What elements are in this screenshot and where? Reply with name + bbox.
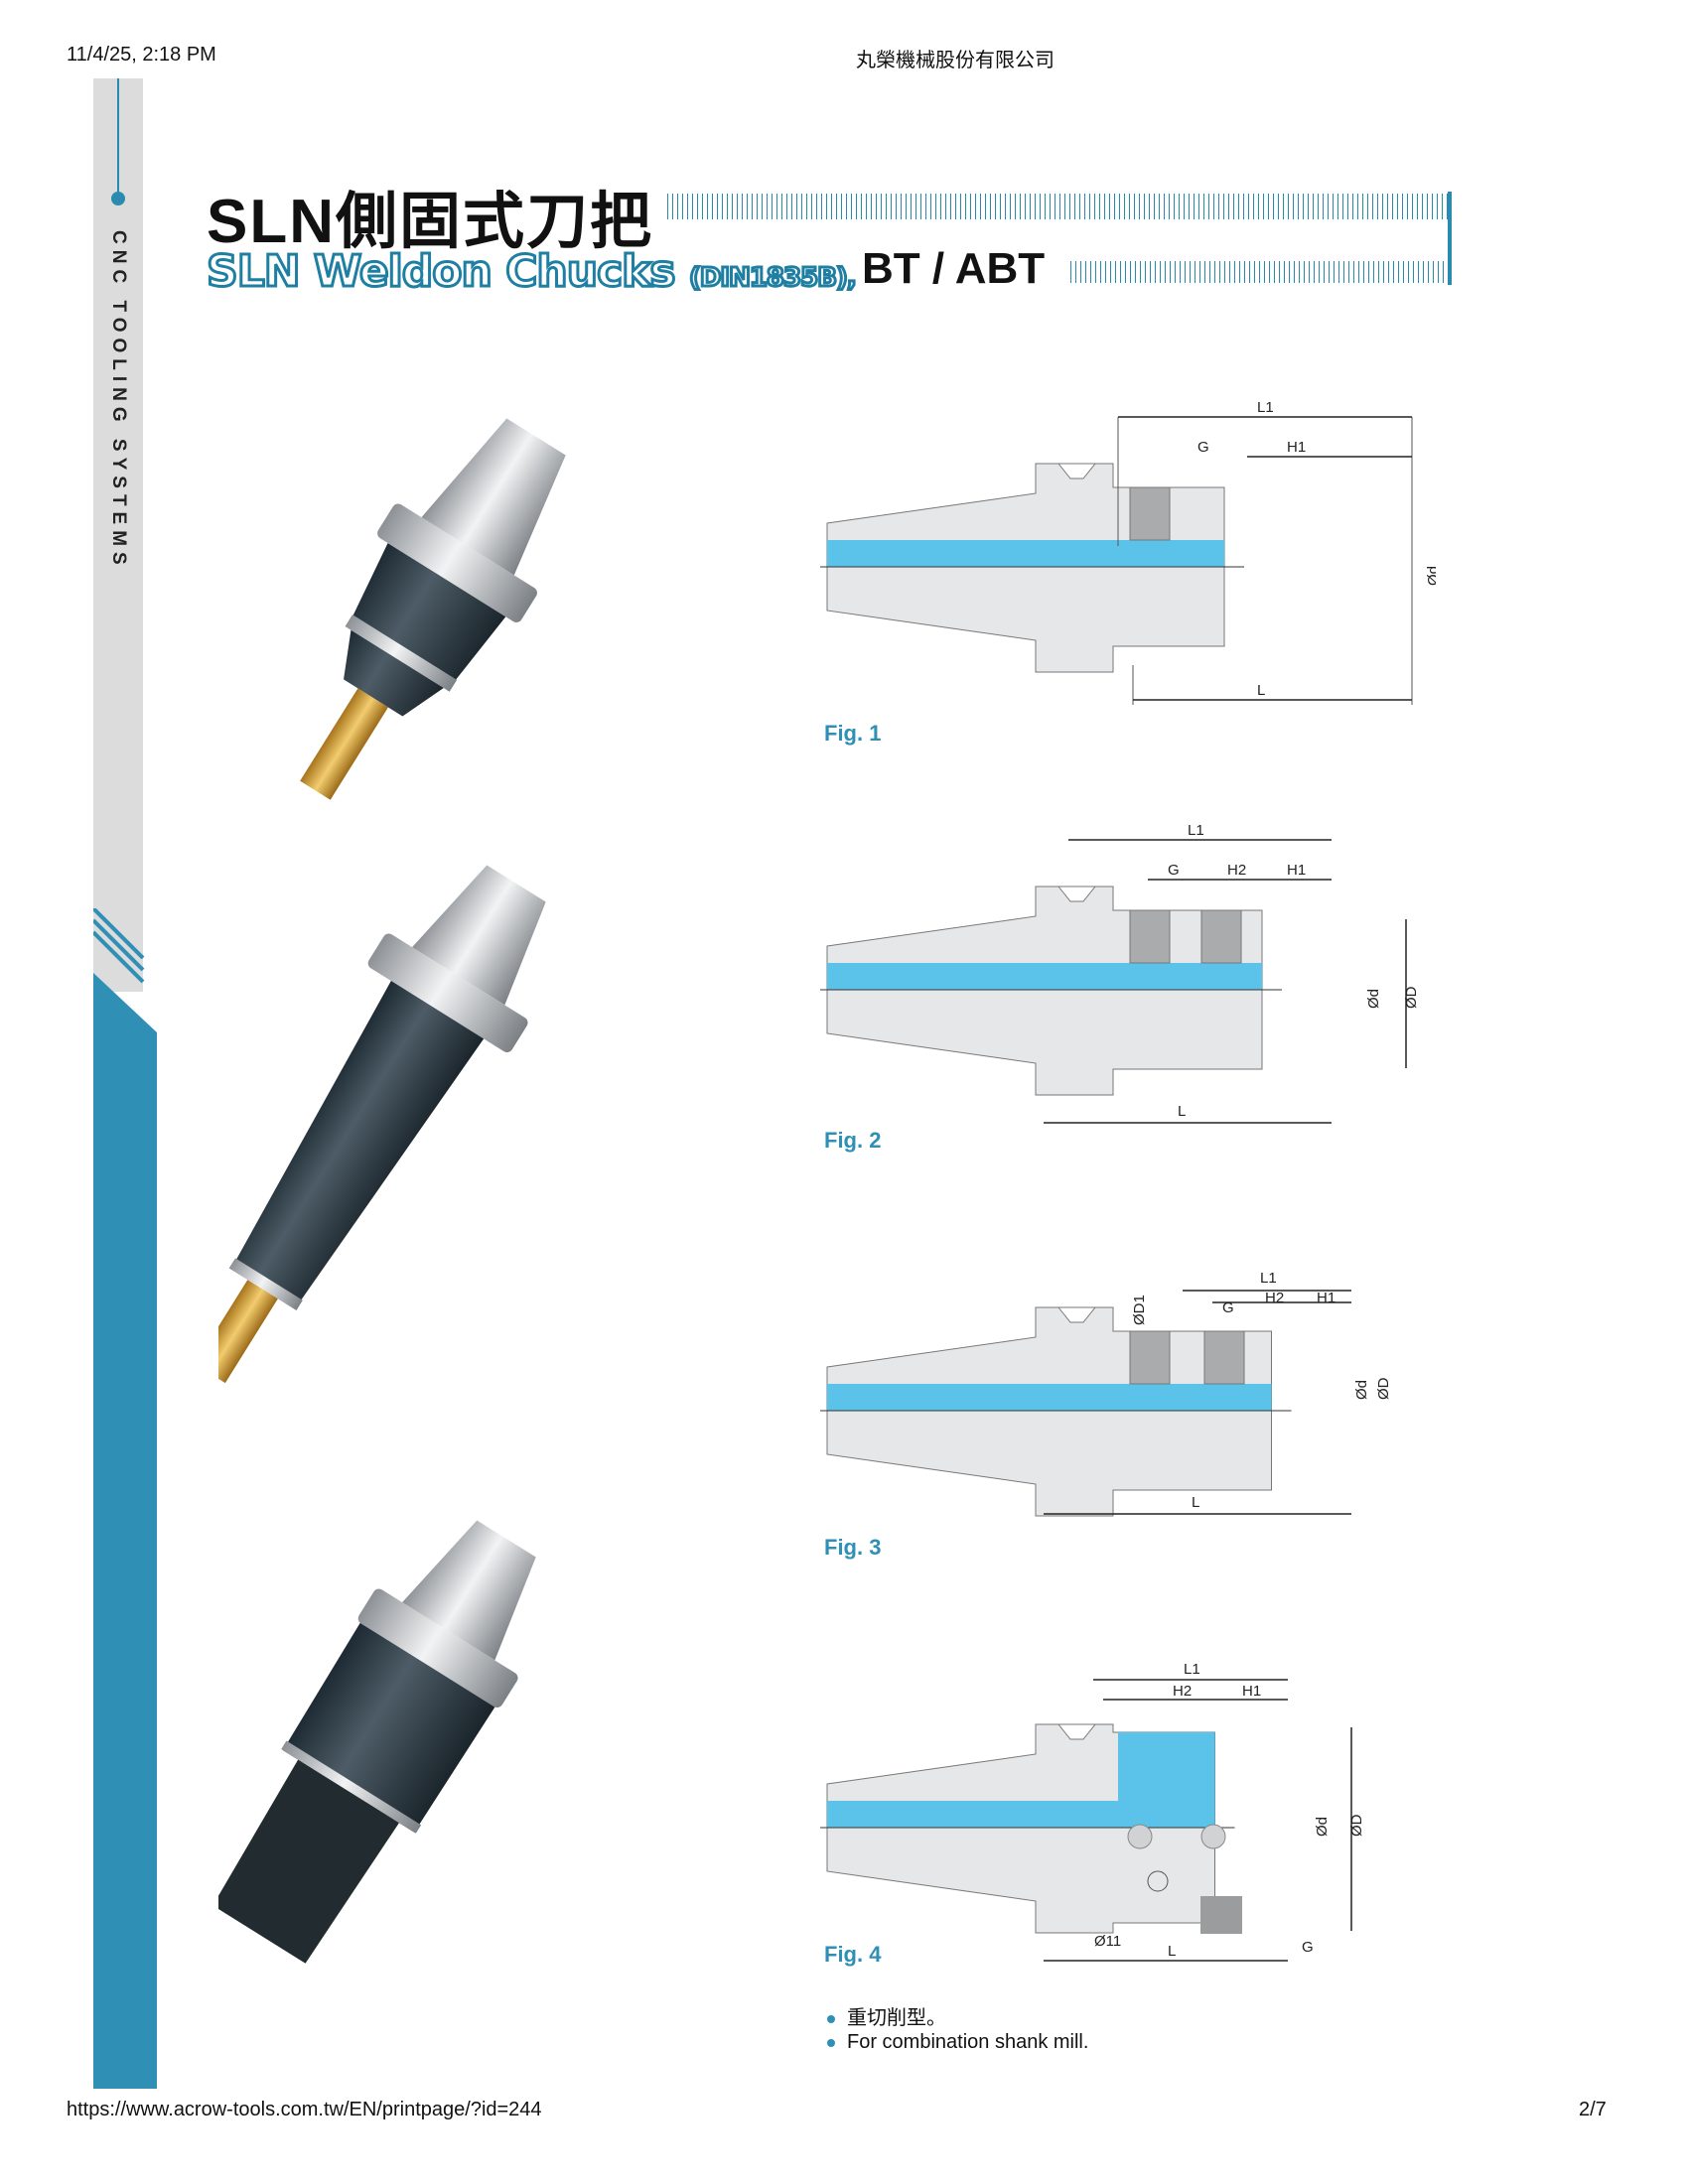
print-datetime: 11/4/25, 2:18 PM: [67, 44, 216, 66]
holder-section: [820, 886, 1282, 1096]
dim-G: G: [1197, 439, 1209, 456]
dim-D: ØD: [1403, 986, 1420, 1009]
dim-d: Ød: [1353, 1380, 1370, 1400]
figure-1-label: Fig. 1: [824, 721, 882, 746]
title-en-standard: (DIN1835B),: [687, 262, 858, 295]
set-screw: [1129, 1330, 1171, 1385]
dim-hole: Ø11: [1094, 1933, 1121, 1950]
figure-3-label: Fig. 3: [824, 1535, 882, 1560]
figure-4-drawing: L1 H2 H1 L G Ø11 Ød ØD: [820, 1661, 1365, 1962]
page-title-bt: BT / ABT: [862, 244, 1046, 293]
dim-G: G: [1222, 1299, 1234, 1316]
page-number: 2/7: [1579, 2099, 1607, 2120]
company-name: 丸榮機械股份有限公司: [856, 50, 1055, 71]
dim-D: ØD: [1348, 1814, 1365, 1837]
sidebar-dot: [111, 192, 125, 205]
dim-L1: L1: [1260, 1270, 1277, 1287]
dim-L1: L1: [1184, 1661, 1200, 1678]
bore: [827, 1384, 1272, 1411]
dim-L: L: [1178, 1103, 1186, 1120]
groove: [1056, 886, 1097, 902]
sidebar-line: [117, 78, 119, 198]
title-bracket: [1448, 192, 1452, 285]
product-photo-2: [218, 865, 546, 1384]
dim-H1: H1: [1242, 1683, 1261, 1700]
note-item: 重切削型。: [827, 2001, 946, 2030]
figure-3-drawing: L1 G H2 H1 ØD1 L Ød ØD: [820, 1270, 1392, 1517]
holder-section: [820, 1306, 1292, 1517]
dim-L: L: [1257, 682, 1265, 699]
holder-section: [820, 1723, 1235, 1934]
holder-body: [826, 886, 1263, 1096]
groove: [1056, 1723, 1097, 1740]
holder-body: [826, 463, 1225, 673]
figure-2-drawing: L1 G H2 H1 L Ød ØD: [820, 822, 1420, 1124]
dim-H2: H2: [1265, 1290, 1284, 1306]
title-stripes-bottom: [1070, 261, 1452, 283]
page-title-cn: SLN側固式刀把: [207, 188, 654, 256]
dim-G: G: [1302, 1939, 1314, 1956]
figure-1-drawing: L1 G H1 L Ød ØD: [820, 399, 1436, 705]
note-item: For combination shank mill.: [827, 2031, 1088, 2054]
product-photo-1: [300, 418, 566, 800]
holder-section: [820, 463, 1244, 673]
dim-H1: H1: [1287, 862, 1306, 879]
set-screw: [1129, 909, 1171, 964]
dim-L1: L1: [1257, 399, 1274, 416]
dim-D: ØD: [1375, 1377, 1392, 1400]
dim-D1: ØD1: [1131, 1295, 1148, 1325]
dim-H2: H2: [1173, 1683, 1192, 1700]
set-screw: [1200, 909, 1242, 964]
dim-H1: H1: [1317, 1290, 1336, 1306]
dim-G: G: [1168, 862, 1180, 879]
title-stripes-top: [667, 194, 1452, 219]
groove: [1056, 1306, 1097, 1323]
set-screw: [1129, 486, 1171, 541]
sidebar-band: [93, 78, 143, 992]
dim-H1: H1: [1287, 439, 1306, 456]
dim-L: L: [1192, 1494, 1199, 1511]
dim-H2: H2: [1227, 862, 1246, 879]
dim-L1: L1: [1188, 822, 1204, 839]
bore: [827, 963, 1262, 990]
bore-large: [1118, 1732, 1215, 1828]
set-screw: [1203, 1330, 1245, 1385]
bore: [827, 540, 1224, 567]
dim-L: L: [1168, 1943, 1176, 1960]
dim-d: Ød: [1365, 989, 1382, 1009]
footer-url: https://www.acrow-tools.com.tw/EN/printp…: [67, 2099, 542, 2120]
page-title-en: SLN Weldon Chucks (DIN1835B),: [206, 245, 859, 299]
product-photos: [218, 418, 566, 1964]
sidebar-diagonal-stripes: [93, 908, 145, 984]
product-photo-3: [218, 1520, 536, 1964]
figure-2-label: Fig. 2: [824, 1128, 882, 1153]
groove: [1056, 463, 1097, 479]
title-en-name: SLN Weldon Chucks: [206, 245, 678, 299]
sidebar-blue-band: [93, 973, 157, 2089]
dim-d: Ød: [1425, 566, 1436, 586]
sidebar-label: CNC TOOLING SYSTEMS: [108, 230, 129, 571]
figure-4-label: Fig. 4: [824, 1942, 882, 1967]
dim-d: Ød: [1314, 1817, 1331, 1837]
